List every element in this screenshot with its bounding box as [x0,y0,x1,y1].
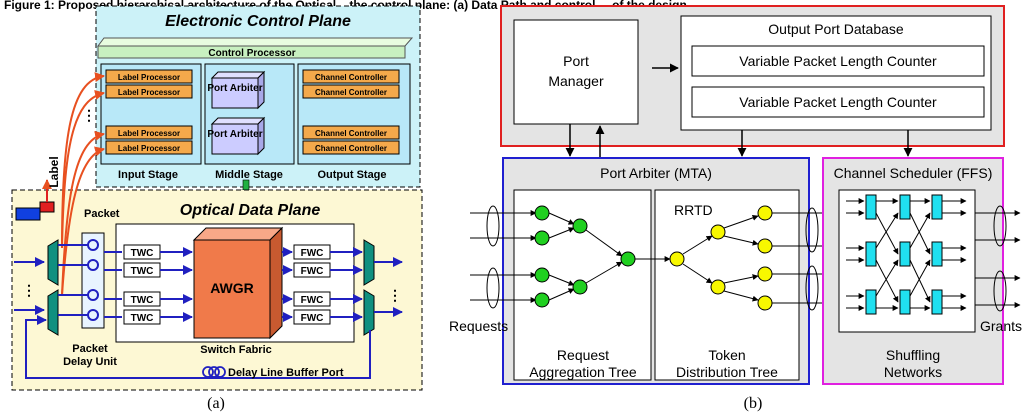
requests-label: Requests [449,318,508,334]
packet-delay-unit-label-1: Packet [72,343,108,355]
input-demux [47,289,59,336]
control-processor-top [97,37,414,47]
grants-label: Grants [980,318,1022,334]
packet-text: Packet [84,208,120,220]
token-tree-label-1: Token [708,347,745,363]
delay-line-loop [25,315,371,379]
token-tree-label-2: Distribution Tree [676,364,778,380]
channel-controller-text: Channel Controller [315,73,387,82]
vplc-box-1 [691,45,985,77]
plane-link-arrow [242,179,250,191]
label-processor-text: Label Processor [118,129,180,138]
panel-a-label: (a) [207,395,225,412]
awgr-top [192,227,284,241]
output-stage-label: Output Stage [317,169,386,181]
channel-controller-text: Channel Controller [315,144,387,153]
label-processors: Label Processor Label Processor Label Pr… [105,69,193,155]
port-manager-label-1: Port [563,53,589,69]
token-tree-box [654,189,800,381]
label-processor-text: Label Processor [118,88,180,97]
awgr-side [269,226,283,340]
port-arbiter-text: Port Arbiter [207,83,262,94]
awgr-label: AWGR [210,280,254,296]
request-tree-label-1: Request [557,347,609,363]
control-processor-label: Control Processor [208,48,295,59]
packet-delay-unit [81,232,105,329]
label-icon [39,201,55,213]
channel-controllers: Channel Controller Channel Controller Ch… [302,69,400,155]
output-mux [363,289,375,336]
rrtd-label: RRTD [674,202,713,218]
vplc-box-2 [691,86,985,118]
shuffling-label-1: Shuffling [886,347,940,363]
panel-b: Port Manager Output Port Database Variab… [449,5,1022,412]
control-processor [97,45,406,59]
packet-delay-unit-label-2: Delay Unit [63,356,117,368]
grants-outputs [975,205,1021,312]
fwc-text: FWC [301,295,324,306]
channel-controller-text: Channel Controller [315,129,387,138]
fwc-text: FWC [301,313,324,324]
port-manager-label-2: Manager [548,73,604,89]
twc-text: TWC [131,295,154,306]
input-ellipsis: ⋮ [22,282,36,298]
middle-stage-label: Middle Stage [215,169,283,181]
port-manager-box [513,19,639,125]
label-processor-text: Label Processor [118,73,180,82]
twc-text: TWC [131,266,154,277]
fwc-text: FWC [301,266,324,277]
port-arbiters: Port Arbiter Port Arbiter [207,70,266,156]
awgr [193,239,271,339]
twc-text: TWC [131,248,154,259]
input-demux [47,239,59,286]
ellipsis-vertical: ⋮ [82,107,96,123]
panel-b-label: (b) [744,395,763,412]
data-plane-title: Optical Data Plane [180,202,321,219]
panel-a: Electronic Control Plane Control Process… [11,5,423,412]
output-mux [363,239,375,286]
label-text: Label [47,156,61,187]
packet-icon [15,207,41,221]
channel-scheduler-label: Channel Scheduler (FFS) [834,165,993,181]
output-ellipsis: ⋮ [388,287,402,303]
delay-line-buffer-port-label: Delay Line Buffer Port [228,367,344,379]
vplc-label-1: Variable Packet Length Counter [739,53,937,69]
input-stage-label: Input Stage [118,169,178,181]
label-processor-text: Label Processor [118,144,180,153]
channel-controller-text: Channel Controller [315,88,387,97]
shuffling-label-2: Networks [884,364,942,380]
control-plane-title: Electronic Control Plane [165,13,351,30]
shuffling-network [846,194,967,315]
switch-fabric-label: Switch Fabric [200,344,272,356]
token-tree [669,205,841,311]
request-tree [470,205,671,309]
fwc-text: FWC [301,248,324,259]
twc-text: TWC [131,313,154,324]
vplc-label-2: Variable Packet Length Counter [739,94,937,110]
port-arbiter-text: Port Arbiter [207,129,262,140]
twc-blocks: TWC TWC TWC TWC [123,244,161,325]
request-tree-label-2: Aggregation Tree [529,364,637,380]
output-port-database-label: Output Port Database [768,21,904,37]
port-arbiter-label: Port Arbiter (MTA) [600,165,712,181]
